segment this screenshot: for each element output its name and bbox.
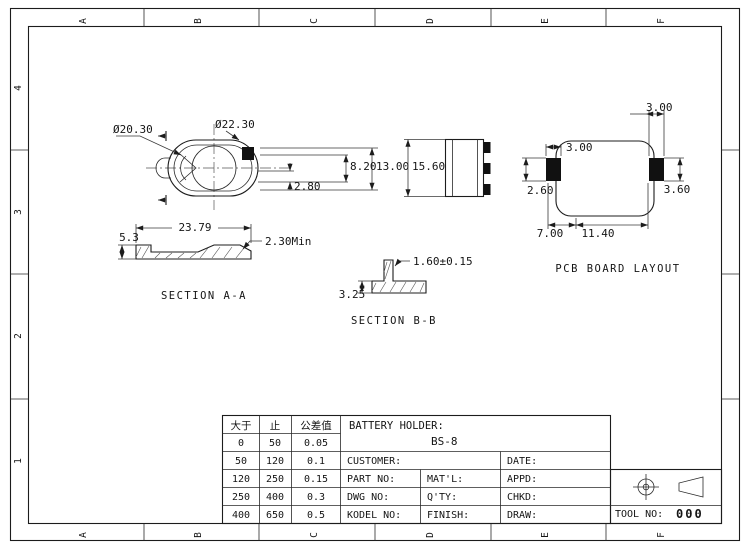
dim-side-height-label: 15.60 — [412, 160, 445, 173]
tolerance-cell-3-0: 250 — [232, 492, 250, 503]
dim-offset-label: 2.80 — [294, 180, 321, 193]
draw-label: DRAW: — [507, 510, 537, 521]
dim-pad-left-width-label: 3.00 — [566, 141, 593, 154]
section-aa-view: 23.79 5.3 2.30Min SECTION A-A — [118, 221, 311, 302]
tolerance-cell-2-2: 0.15 — [304, 474, 328, 485]
zone-number-4: 4 — [13, 85, 24, 91]
top-view: Ø20.30 Ø22.30 2.80 8.20 13.00 — [113, 118, 409, 210]
pcb-pad-left — [546, 158, 561, 181]
dim-dia-inner-label: Ø20.30 — [113, 123, 153, 136]
zone-number-2: 2 — [13, 333, 24, 339]
dim-pad-left-height-label: 2.60 — [527, 184, 554, 197]
dim-height-outer-label: 13.00 — [376, 160, 409, 173]
zone-letter-bottom-c: C — [309, 532, 320, 538]
pcb-layout-view: 3.00 3.00 2.60 3.60 7.00 11.40 PCB BOARD… — [522, 101, 690, 275]
tolerance-cell-2-1: 250 — [266, 474, 284, 485]
dim-bb-height-label: 3.25 — [339, 288, 366, 301]
zone-letter-top-c: C — [309, 18, 320, 24]
dim-aa-min-label: 2.30Min — [265, 235, 311, 248]
tolerance-header-2: 公差值 — [300, 419, 332, 432]
zone-letter-bottom-e: E — [540, 532, 551, 538]
tolerance-table: 大于 止 公差值 0 50 0.05 50 120 0.1 120 250 0.… — [231, 419, 333, 521]
cone-symbol-icon — [678, 476, 704, 498]
dim-pad-right-width-label: 3.00 — [646, 101, 673, 114]
zone-letter-top-e: E — [540, 18, 551, 24]
kodel-no-label: KODEL NO: — [347, 510, 401, 521]
tolerance-cell-1-2: 0.1 — [307, 456, 325, 467]
dwg-no-label: DWG NO: — [347, 492, 389, 503]
pcb-layout-label: PCB BOARD LAYOUT — [555, 263, 680, 275]
dim-aa-height-label: 5.3 — [119, 231, 139, 244]
part-no-label: PART NO: — [347, 474, 395, 485]
matl-label: MAT'L: — [427, 474, 463, 485]
zone-letter-bottom-f: F — [656, 532, 667, 538]
zone-letter-top-d: D — [425, 18, 436, 24]
section-bb-view: 1.60±0.15 3.25 SECTION B-B — [339, 255, 473, 327]
tolerance-header-0: 大于 — [231, 419, 252, 432]
contact-terminal — [242, 147, 254, 160]
tool-no-value: 000 — [676, 507, 704, 521]
zone-letter-bottom-a: A — [78, 532, 89, 538]
dim-pad-right-height-label: 3.60 — [664, 183, 691, 196]
dim-body-width-label: 11.40 — [581, 227, 614, 240]
zone-letter-top-a: A — [78, 18, 89, 24]
tolerance-cell-4-2: 0.5 — [307, 510, 325, 521]
chkd-label: CHKD: — [507, 492, 537, 503]
tolerance-cell-0-0: 0 — [238, 438, 244, 449]
dim-pad-spacing-label: 7.00 — [537, 227, 564, 240]
customer-label: CUSTOMER: — [347, 456, 401, 467]
title-block: 大于 止 公差值 0 50 0.05 50 120 0.1 120 250 0.… — [221, 414, 723, 525]
dim-bb-thickness-label: 1.60±0.15 — [413, 255, 473, 268]
tolerance-cell-3-1: 400 — [266, 492, 284, 503]
projection-target-icon — [633, 474, 659, 500]
tolerance-cell-4-1: 650 — [266, 510, 284, 521]
zone-letter-top-b: B — [193, 18, 204, 24]
side-view: 15.60 — [404, 138, 491, 198]
tolerance-header-1: 止 — [270, 420, 281, 432]
dim-height-inner-label: 8.20 — [350, 160, 377, 173]
appd-label: APPD: — [507, 474, 537, 485]
dim-aa-width-label: 23.79 — [178, 221, 211, 234]
zone-number-3: 3 — [13, 209, 24, 215]
tolerance-cell-3-2: 0.3 — [307, 492, 325, 503]
date-label: DATE: — [507, 456, 537, 467]
finish-label: FINISH: — [427, 510, 469, 521]
dim-dia-outer-label: Ø22.30 — [215, 118, 255, 131]
zone-letter-bottom-d: D — [425, 532, 436, 538]
tolerance-cell-0-1: 50 — [269, 438, 281, 449]
tool-no-label: TOOL NO: — [615, 509, 663, 520]
product-title: BATTERY HOLDER: — [349, 420, 444, 432]
section-aa-label: SECTION A-A — [161, 290, 247, 302]
qty-label: Q'TY: — [427, 492, 457, 503]
zone-letter-top-f: F — [656, 18, 667, 24]
zone-letter-bottom-b: B — [193, 532, 204, 538]
pcb-pad-right — [649, 158, 664, 181]
tolerance-cell-0-2: 0.05 — [304, 438, 328, 449]
tolerance-cell-2-0: 120 — [232, 474, 250, 485]
product-model: BS-8 — [431, 435, 458, 448]
zone-number-1: 1 — [13, 458, 24, 464]
tolerance-cell-1-1: 120 — [266, 456, 284, 467]
tolerance-cell-4-0: 400 — [232, 510, 250, 521]
section-bb-label: SECTION B-B — [351, 315, 437, 327]
tolerance-cell-1-0: 50 — [235, 456, 247, 467]
